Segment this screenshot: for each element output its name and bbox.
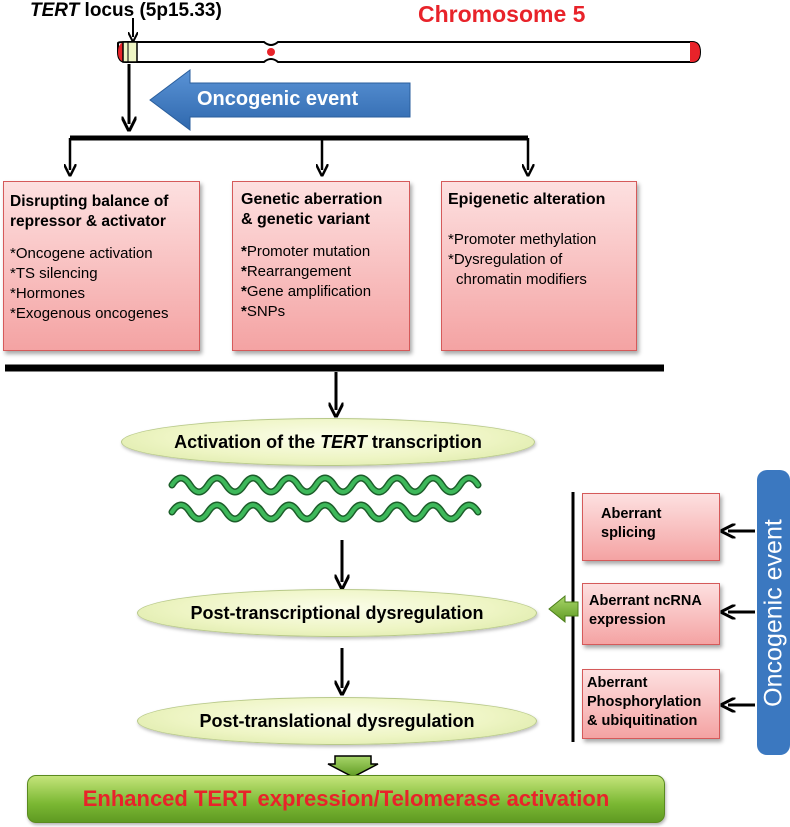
chromosome-title: Chromosome 5 [418, 1, 586, 27]
box-title: Genetic aberration & genetic variant [241, 191, 383, 228]
box-title: Disrupting balance of repressor & activa… [10, 193, 169, 230]
list-item: *Gene amplification [241, 283, 372, 300]
final-outcome-box: Enhanced TERT expression/Telomerase acti… [27, 775, 665, 823]
rna-strands [168, 474, 482, 523]
side-box-splicing: Aberrant splicing [582, 493, 720, 561]
box-items: *Promoter mutation *Rearrangement *Gene … [241, 242, 401, 322]
list-item: *SNPs [241, 303, 286, 320]
tert-locus-label: TERT locus (5p15.33) [30, 0, 222, 21]
box-epigenetic-alteration: Epigenetic alteration *Promoter methylat… [441, 181, 637, 351]
oncogenic-event-arrow [149, 69, 411, 131]
list-item: *Promoter mutation [241, 243, 371, 260]
box-balance-disruption: Disrupting balance of repressor & activa… [3, 181, 200, 351]
box-items: *Promoter methylation *Dysregulation of … [448, 230, 630, 290]
list-item: *Dysregulation of [448, 251, 563, 268]
final-down-arrow [327, 755, 379, 778]
list-item: *Oncogene activation [10, 245, 153, 262]
side-oncogenic-event-bar: Oncogenic event [757, 470, 790, 755]
oval-post-translational: Post-translational dysregulation [137, 697, 537, 745]
list-item: *TS silencing [10, 265, 98, 282]
side-box-ncrna: Aberrant ncRNA expression [582, 583, 720, 645]
list-item: *Rearrangement [241, 263, 352, 280]
side-oncogenic-event-label: Oncogenic event [759, 518, 787, 707]
list-item: *Exogenous oncogenes [10, 305, 169, 322]
list-item: *Hormones [10, 285, 86, 302]
oval-post-transcriptional: Post-transcriptional dysregulation [137, 589, 537, 637]
chromosome-5 [117, 41, 702, 63]
box-genetic-aberration: Genetic aberration & genetic variant *Pr… [232, 181, 410, 351]
side-green-arrow [548, 594, 579, 624]
list-item: *Promoter methylation [448, 231, 597, 248]
side-box-phosphorylation: Aberrant Phosphorylation & ubiquitinatio… [582, 669, 720, 739]
box-title: Epigenetic alteration [448, 191, 606, 208]
list-item: chromatin modifiers [456, 271, 587, 288]
box-items: *Oncogene activation *TS silencing *Horm… [10, 244, 193, 324]
oncogenic-event-label: Oncogenic event [197, 88, 359, 110]
